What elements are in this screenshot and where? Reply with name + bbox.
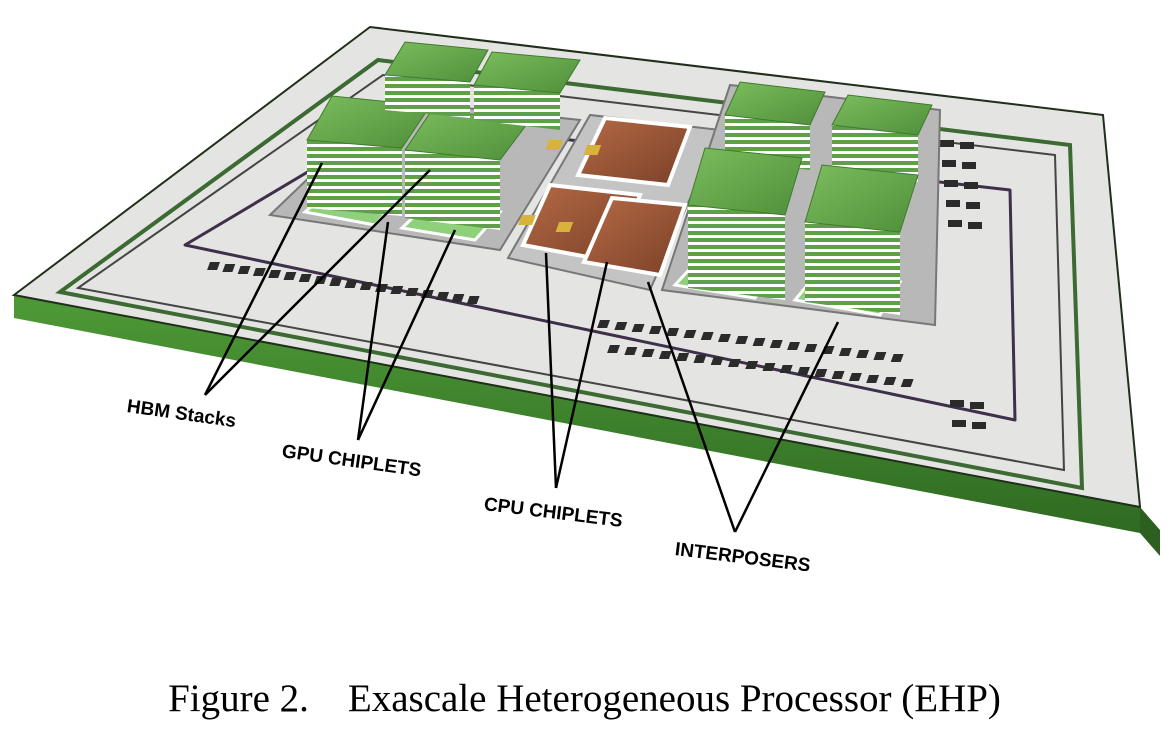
hbm-stack (473, 51, 581, 130)
ehp-package-diagram (11, 25, 1160, 556)
figure-caption: Figure 2. Exascale Heterogeneous Process… (168, 677, 1001, 720)
passive-components (207, 140, 986, 429)
hbm-stack (384, 41, 489, 118)
hbm-stack (831, 94, 933, 182)
hbm-stack (687, 147, 803, 300)
package-substrate (11, 25, 1160, 556)
hbm-stack (804, 164, 919, 315)
cpu-chiplets (518, 115, 693, 278)
leader-lines (203, 162, 840, 533)
